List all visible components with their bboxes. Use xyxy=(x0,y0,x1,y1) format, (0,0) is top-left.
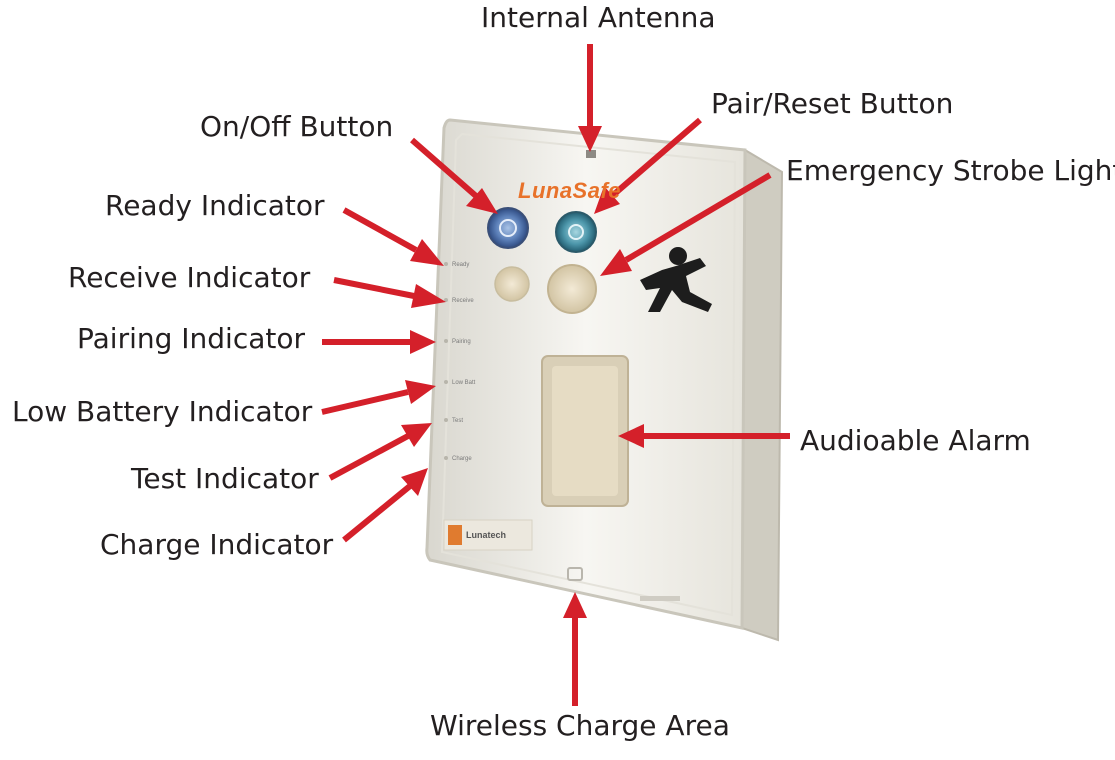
speaker-grille xyxy=(541,355,629,507)
label-ready-indicator: Ready Indicator xyxy=(105,189,325,222)
led-label-pairing: Pairing xyxy=(452,339,471,345)
label-internal-antenna: Internal Antenna xyxy=(481,1,716,34)
label-pairing-indicator: Pairing Indicator xyxy=(77,322,306,355)
indicator-leds xyxy=(444,262,448,460)
device-side xyxy=(740,148,784,642)
label-wireless-charge-area: Wireless Charge Area xyxy=(430,709,730,742)
device-face-border xyxy=(440,132,737,617)
led-label-charge: Charge xyxy=(452,456,472,462)
label-pair-reset-button: Pair/Reset Button xyxy=(711,87,954,120)
device-maker: Lunatech xyxy=(466,530,507,540)
emergency-strobe xyxy=(547,264,597,314)
label-test-indicator: Test Indicator xyxy=(131,462,319,495)
led-label-ready: Ready xyxy=(452,262,470,268)
callout-arrows xyxy=(321,44,790,706)
label-charge-indicator: Charge Indicator xyxy=(100,528,334,561)
led-label-low-batt: Low Batt xyxy=(452,380,476,386)
label-receive-indicator: Receive Indicator xyxy=(68,261,311,294)
pair-reset-button xyxy=(555,211,597,253)
label-on-off-button: On/Off Button xyxy=(200,110,394,143)
charge-area-mark xyxy=(567,567,583,581)
antenna-mark xyxy=(586,150,596,158)
on-off-button xyxy=(487,207,529,249)
label-audioable-alarm: Audioable Alarm xyxy=(800,424,1031,457)
led-label-test: Test xyxy=(452,418,464,424)
label-emergency-strobe-light: Emergency Strobe Light xyxy=(786,154,1115,187)
running-figure-icon xyxy=(640,247,712,312)
device-brand: LunaSafe xyxy=(518,178,622,203)
small-light xyxy=(494,266,530,302)
label-low-battery-indicator: Low Battery Indicator xyxy=(12,395,313,428)
led-label-receive: Receive xyxy=(452,298,474,304)
